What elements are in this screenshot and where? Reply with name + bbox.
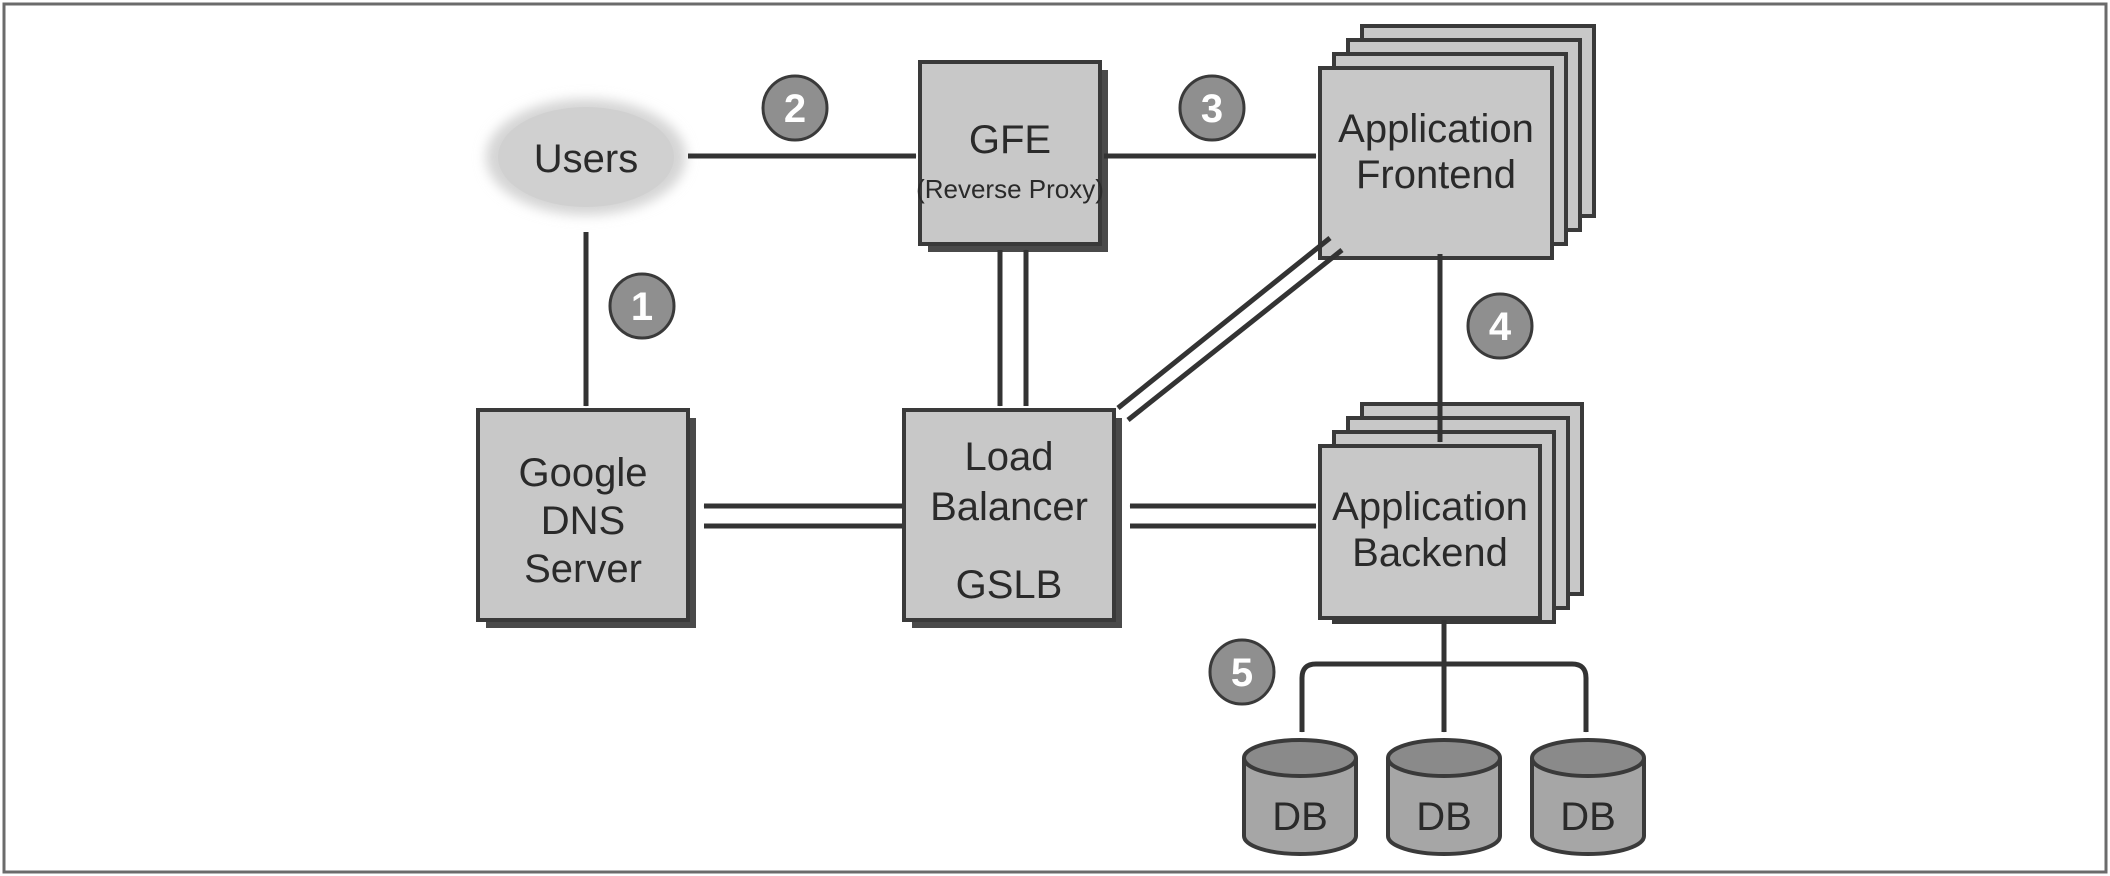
step-4-badge: 4 [1466,292,1534,360]
step-3-number: 3 [1201,87,1223,131]
dns-line3: Server [524,547,642,591]
step-5-number: 5 [1231,651,1253,695]
app-backend-line1: Application [1332,485,1528,529]
app-backend-stack: Application Backend [1318,402,1584,624]
arrow-frontend-to-lb [1116,236,1332,410]
app-frontend-stack: Application Frontend [1318,24,1596,260]
users-label: Users [534,137,638,181]
step-1-badge: 1 [608,272,676,340]
step-2-badge: 2 [761,74,829,142]
app-frontend-line1: Application [1338,107,1534,151]
db-1-label: DB [1272,795,1328,839]
step-2-number: 2 [784,87,806,131]
step-4-number: 4 [1489,305,1512,349]
database-1: DB [1242,738,1358,856]
dns-line2: DNS [541,499,625,543]
load-balancer-box: Load Balancer GSLB [902,408,1122,628]
app-backend-line2: Backend [1352,531,1508,575]
arrow-lb-to-frontend [1126,248,1344,422]
arrow-backend-to-db-3 [1444,661,1589,733]
lb-line2: Balancer [930,485,1088,529]
db-3-label: DB [1560,795,1616,839]
step-1-number: 1 [631,285,653,329]
lb-line1: Load [965,435,1054,479]
app-frontend-line2: Frontend [1356,153,1516,197]
dns-server-box: Google DNS Server [476,408,696,628]
db-2-label: DB [1416,795,1472,839]
database-3: DB [1530,738,1646,856]
step-5-badge: 5 [1208,638,1276,706]
arrow-backend-to-db-1 [1299,661,1444,733]
lb-line3: GSLB [956,563,1063,607]
dns-line1: Google [519,451,648,495]
database-2: DB [1386,738,1502,856]
connectors [583,153,1589,733]
users-cloud: Users [486,99,686,215]
gfe-title: GFE [969,118,1051,162]
step-3-badge: 3 [1178,74,1246,142]
gfe-box: GFE (Reverse Proxy) [916,60,1108,252]
gfe-subtitle: (Reverse Proxy) [916,174,1104,204]
